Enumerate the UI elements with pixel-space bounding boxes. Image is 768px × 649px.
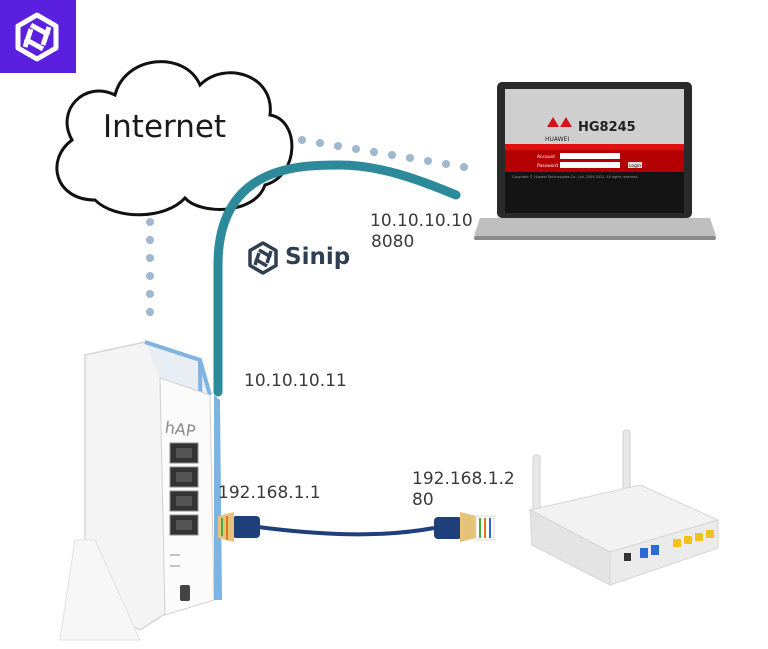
laptop-icon	[474, 82, 716, 240]
laptop-copyright: Copyright © Huawei Technologies Co., Ltd…	[512, 175, 638, 179]
router-lan-ip-label: 192.168.1.1	[218, 483, 321, 503]
router-brand: hAP	[164, 418, 197, 441]
ont-device-icon	[528, 429, 720, 586]
wifi-dotted-link-cloud-router	[146, 218, 154, 316]
wifi-dotted-link-cloud-laptop	[298, 136, 468, 171]
internet-label: Internet	[103, 109, 227, 145]
laptop-port-label: 8080	[371, 232, 415, 252]
sinip-brand-icon	[248, 241, 278, 275]
laptop-ip-label: 10.10.10.10	[370, 211, 473, 231]
lan-cable	[218, 512, 495, 542]
laptop-login-button: Login	[629, 163, 641, 169]
laptop-username-label: Account	[537, 154, 555, 160]
router-hap-icon	[59, 340, 222, 641]
laptop-brand: HUAWEI	[545, 136, 569, 143]
laptop-password-label: Password	[537, 163, 558, 169]
wan-cable	[213, 160, 461, 397]
sinip-brand-name: Sinip	[285, 244, 351, 270]
ont-ip-label-line1: 192.168.1.2	[412, 469, 515, 489]
sinip-logo	[0, 0, 76, 73]
ont-ip-label-line2: 80	[412, 490, 434, 510]
laptop-model: HG8245	[578, 120, 636, 135]
router-wan-ip-label: 10.10.10.11	[244, 371, 347, 391]
internet-cloud-icon	[55, 60, 294, 217]
